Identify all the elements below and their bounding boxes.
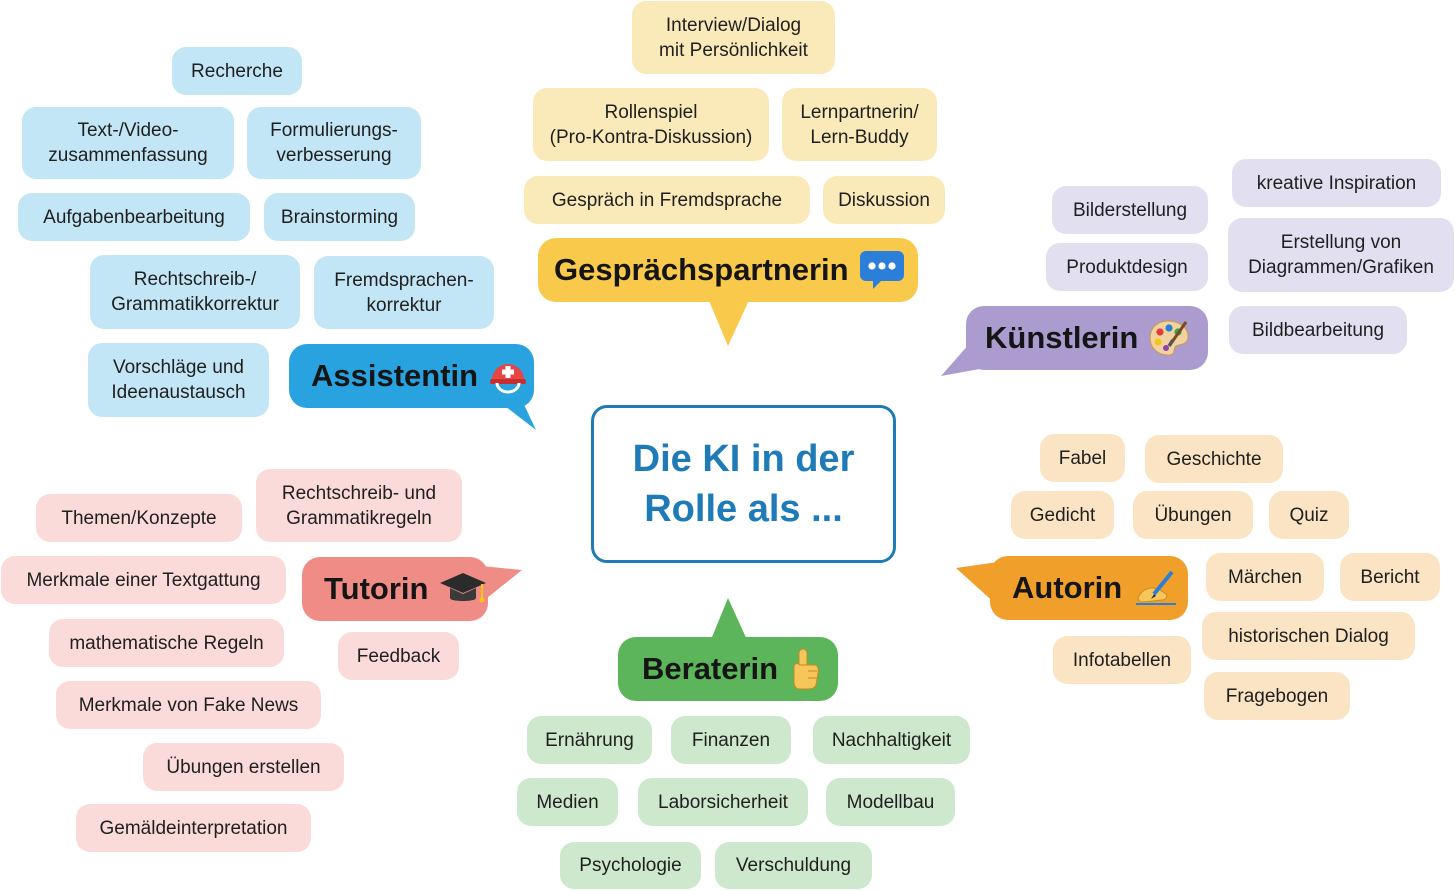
item-medien: Medien bbox=[517, 778, 618, 826]
gespraechspartnerin-tail bbox=[707, 296, 751, 346]
role-beraterin-label: Beraterin bbox=[642, 651, 779, 686]
item-modellbau: Modellbau bbox=[826, 778, 955, 826]
item-recherche: Recherche bbox=[172, 47, 302, 95]
role-assistentin-label: Assistentin bbox=[311, 358, 479, 393]
artist-palette-icon bbox=[1148, 318, 1190, 358]
graduation-cap-icon bbox=[438, 569, 488, 609]
beraterin-tail bbox=[710, 598, 748, 642]
role-tutorin-label: Tutorin bbox=[324, 571, 429, 606]
item-merkmale-fake-news: Merkmale von Fake News bbox=[56, 681, 321, 729]
rescue-helmet-icon bbox=[488, 356, 528, 396]
item-fragebogen: Fragebogen bbox=[1204, 672, 1350, 720]
item-ernaehrung: Ernährung bbox=[527, 716, 652, 764]
item-gespraech-fremdsprache: Gespräch in Fremdsprache bbox=[524, 176, 810, 224]
tutorin-tail bbox=[482, 566, 522, 602]
item-rollenspiel: Rollenspiel(Pro-Kontra-Diskussion) bbox=[533, 88, 769, 161]
item-gemaeldeinterpretation: Gemäldeinterpretation bbox=[76, 804, 311, 852]
item-aufgabenbearbeitung: Aufgabenbearbeitung bbox=[18, 193, 250, 241]
role-gespraechspartnerin-label: Gesprächspartnerin bbox=[554, 252, 849, 287]
item-maerchen: Märchen bbox=[1206, 553, 1324, 601]
item-text-video-zusammenfassung: Text-/Video-zusammenfassung bbox=[22, 107, 234, 179]
item-lernpartnerin: Lernpartnerin/Lern-Buddy bbox=[782, 88, 937, 161]
item-historischen-dialog: historischen Dialog bbox=[1202, 612, 1415, 660]
item-infotabellen: Infotabellen bbox=[1053, 636, 1191, 684]
item-verschuldung: Verschuldung bbox=[715, 842, 872, 889]
pointing-up-icon bbox=[788, 647, 822, 691]
item-nachhaltigkeit: Nachhaltigkeit bbox=[813, 716, 970, 764]
item-rechtschreib-korrektur: Rechtschreib-/Grammatikkorrektur bbox=[90, 255, 300, 329]
writing-hand-icon bbox=[1132, 568, 1178, 608]
item-mathematische-regeln: mathematische Regeln bbox=[49, 619, 284, 667]
item-laborsicherheit: Laborsicherheit bbox=[638, 778, 808, 826]
item-fabel: Fabel bbox=[1040, 434, 1125, 482]
item-bilderstellung: Bilderstellung bbox=[1052, 186, 1208, 234]
item-kreative-inspiration: kreative Inspiration bbox=[1232, 159, 1441, 207]
role-autorin-label: Autorin bbox=[1012, 570, 1123, 605]
item-gedicht: Gedicht bbox=[1011, 491, 1114, 539]
item-produktdesign: Produktdesign bbox=[1046, 243, 1208, 291]
item-geschichte: Geschichte bbox=[1145, 435, 1283, 483]
item-diskussion: Diskussion bbox=[823, 176, 945, 224]
role-kuenstlerin: Künstlerin bbox=[966, 306, 1208, 370]
role-beraterin: Beraterin bbox=[618, 637, 838, 701]
item-bericht: Bericht bbox=[1340, 553, 1440, 601]
role-assistentin: Assistentin bbox=[289, 344, 534, 408]
role-gespraechspartnerin: Gesprächspartnerin bbox=[538, 238, 918, 302]
speech-bubble-icon bbox=[859, 249, 905, 291]
role-kuenstlerin-label: Künstlerin bbox=[985, 320, 1139, 355]
item-uebungen: Übungen bbox=[1133, 491, 1253, 539]
role-autorin: Autorin bbox=[990, 556, 1188, 620]
item-themen-konzepte: Themen/Konzepte bbox=[36, 494, 242, 542]
item-merkmale-textgattung: Merkmale einer Textgattung bbox=[1, 556, 286, 604]
item-psychologie: Psychologie bbox=[560, 842, 701, 889]
item-brainstorming: Brainstorming bbox=[264, 193, 415, 241]
item-feedback: Feedback bbox=[338, 632, 459, 680]
item-bildbearbeitung: Bildbearbeitung bbox=[1229, 306, 1407, 354]
item-fremdsprachenkorrektur: Fremdsprachen-korrektur bbox=[314, 256, 494, 329]
center-line-1: Die KI in der bbox=[632, 438, 855, 480]
item-quiz: Quiz bbox=[1269, 491, 1349, 539]
role-tutorin: Tutorin bbox=[302, 557, 488, 621]
autorin-tail bbox=[956, 562, 998, 606]
center-line-2: Rolle als ... bbox=[644, 488, 843, 530]
item-uebungen-erstellen: Übungen erstellen bbox=[143, 743, 344, 791]
item-finanzen: Finanzen bbox=[671, 716, 791, 764]
center-topic: Die KI in der Rolle als ... bbox=[591, 405, 896, 563]
item-formulierungsverbesserung: Formulierungs-verbesserung bbox=[247, 107, 421, 179]
